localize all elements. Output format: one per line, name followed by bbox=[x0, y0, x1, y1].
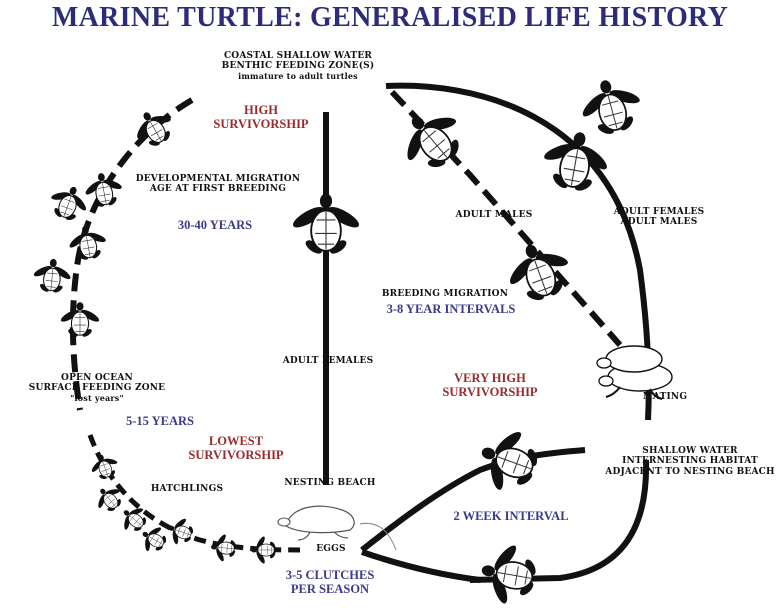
internesting-habitat-label: SHALLOW WATER INTERNESTING HABITAT ADJAC… bbox=[602, 446, 778, 477]
coastal-zone-label: COASTAL SHALLOW WATER BENTHIC FEEDING ZO… bbox=[208, 51, 388, 81]
open-ocean-label: OPEN OCEAN SURFACE FEEDING ZONE "lost ye… bbox=[2, 373, 192, 403]
lowest-survivorship-line-2: SURVIVORSHIP bbox=[188, 448, 284, 463]
coastal-zone-line-3: immature to adult turtles bbox=[238, 70, 358, 81]
high-survivorship-line-2: SURVIVORSHIP bbox=[213, 117, 309, 132]
adult-females-males-label: ADULT FEMALES ADULT MALES bbox=[604, 207, 714, 228]
years-5-15-label: 5-15 YEARS bbox=[126, 414, 194, 428]
open-ocean-line-2: SURFACE FEEDING ZONE bbox=[28, 383, 166, 394]
years-30-40-label: 30-40 YEARS bbox=[177, 218, 253, 232]
adult-female-turtle-icon bbox=[289, 192, 363, 258]
breeding-migration-label: BREEDING MIGRATION bbox=[381, 289, 509, 299]
lowest-survivorship-label: LOWEST SURVIVORSHIP bbox=[176, 434, 296, 463]
hatchling-icon bbox=[89, 479, 129, 519]
hatchling-icon bbox=[86, 449, 124, 485]
coastal-zone-line-2: BENTHIC FEEDING ZONE(S) bbox=[221, 61, 375, 72]
juvenile-turtle-icon bbox=[126, 101, 182, 155]
two-week-interval-label: 2 WEEK INTERVAL bbox=[453, 509, 569, 523]
hatchling-icon bbox=[250, 535, 277, 565]
adult-females-males-line-1: ADULT FEMALES bbox=[613, 207, 705, 217]
mating-label: MATING bbox=[642, 392, 688, 402]
very-high-survivorship-line-2: SURVIVORSHIP bbox=[442, 385, 538, 400]
developmental-migration-label: DEVELOPMENTAL MIGRATION AGE AT FIRST BRE… bbox=[118, 174, 318, 195]
coastal-zone-line-1: COASTAL SHALLOW WATER bbox=[223, 51, 373, 61]
eggs-to-internesting-upper bbox=[360, 447, 586, 553]
internesting-habitat-line-3: ADJACENT TO NESTING BEACH bbox=[605, 466, 775, 477]
very-high-survivorship-label: VERY HIGH SURVIVORSHIP bbox=[430, 371, 550, 400]
adult-male-turtle-icon bbox=[387, 95, 478, 185]
nesting-beach-label: NESTING BEACH bbox=[284, 478, 376, 488]
hatchlings-label: HATCHLINGS bbox=[150, 484, 224, 494]
juvenile-turtle-icon bbox=[30, 256, 74, 296]
internesting-habitat-line-1: SHALLOW WATER bbox=[642, 446, 738, 456]
developmental-migration-line-2: AGE AT FIRST BREEDING bbox=[149, 184, 287, 195]
open-ocean-line-3: "lost years" bbox=[70, 392, 124, 403]
adult-male-turtle-icon bbox=[535, 125, 616, 199]
high-survivorship-line-1: HIGH bbox=[243, 103, 279, 117]
developmental-migration-line-1: DEVELOPMENTAL MIGRATION bbox=[135, 174, 301, 184]
open-ocean-line-1: OPEN OCEAN bbox=[61, 373, 133, 383]
adult-males-label: ADULT MALES bbox=[455, 210, 533, 220]
clutches-line-1: 3-5 CLUTCHES bbox=[285, 568, 375, 582]
internesting-turtle-icon bbox=[475, 537, 544, 612]
year-intervals-label: 3-8 YEAR INTERVALS bbox=[386, 302, 516, 316]
internesting-bottom-arc bbox=[469, 459, 650, 583]
internesting-habitat-line-2: INTERNESTING HABITAT bbox=[622, 456, 758, 467]
eggs-to-internesting-lower bbox=[361, 549, 481, 583]
eggs-label: EGGS bbox=[316, 544, 346, 554]
juvenile-turtle-icon bbox=[64, 222, 111, 265]
juvenile-turtle-icon bbox=[43, 179, 94, 228]
juvenile-turtle-icon bbox=[58, 301, 102, 339]
adult-females-label: ADULT FEMALES bbox=[282, 356, 374, 366]
clutches-line-2: PER SEASON bbox=[290, 582, 370, 597]
nesting-turtle-icon bbox=[277, 505, 397, 551]
adult-female-turtle-icon bbox=[572, 71, 651, 144]
internesting-turtle-icon bbox=[469, 419, 549, 503]
clutches-per-season-label: 3-5 CLUTCHES PER SEASON bbox=[270, 568, 390, 597]
adult-females-males-line-2: ADULT MALES bbox=[620, 217, 698, 228]
mating-turtles-icon bbox=[596, 345, 673, 400]
lowest-survivorship-line-1: LOWEST bbox=[208, 434, 264, 448]
hatchling-icon bbox=[163, 513, 199, 551]
high-survivorship-label: HIGH SURVIVORSHIP bbox=[196, 103, 326, 132]
very-high-survivorship-line-1: VERY HIGH bbox=[454, 371, 526, 385]
hatchling-icon bbox=[209, 531, 239, 564]
diagram-title: MARINE TURTLE: GENERALISED LIFE HISTORY bbox=[51, 2, 729, 33]
